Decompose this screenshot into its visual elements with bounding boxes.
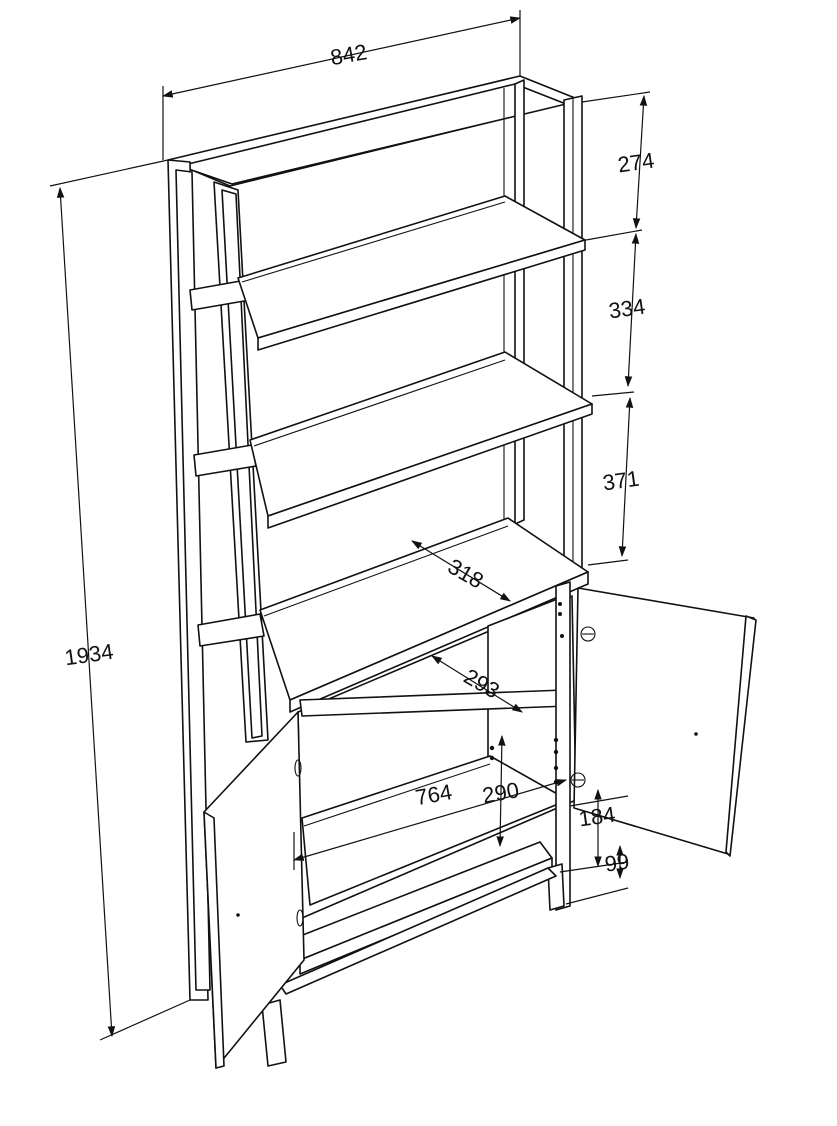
shelf-top xyxy=(237,195,586,351)
shelf-middle xyxy=(249,351,593,529)
label-top-gap: 274 xyxy=(616,148,656,178)
label-foot-height: 99 xyxy=(603,848,631,876)
label-gap-3: 371 xyxy=(601,466,641,496)
label-cabinet-bottom-height: 184 xyxy=(577,802,617,832)
label-overall-width: 842 xyxy=(328,39,369,70)
left-ladder xyxy=(167,159,269,1001)
label-overall-height: 1934 xyxy=(63,639,115,671)
right-door xyxy=(570,587,757,857)
label-gap-2: 334 xyxy=(607,294,647,324)
left-door xyxy=(203,711,305,1069)
dimension-lines xyxy=(49,10,651,1041)
